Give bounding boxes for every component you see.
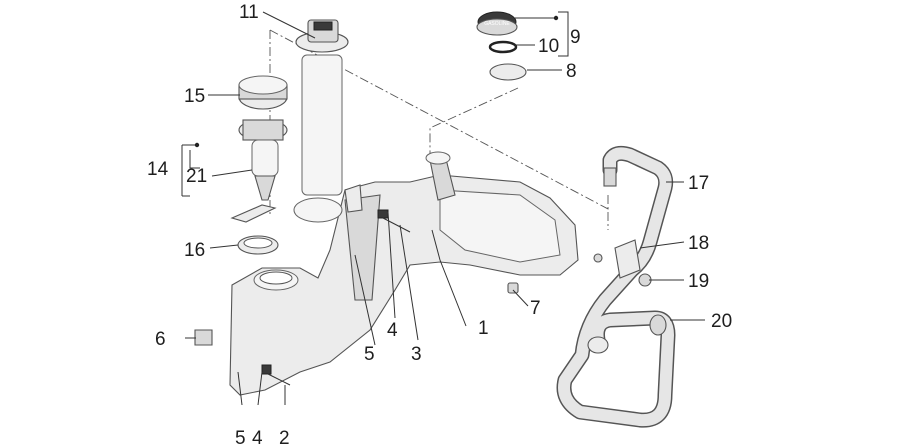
callout-7: 7 [530,298,541,319]
callout-8: 8 [566,61,577,82]
callout-labels: 11 9 10 8 15 14 21 16 17 18 19 7 1 3 4 5… [147,2,732,448]
ring-nut [238,75,288,110]
callout-4-upper: 4 [387,320,398,341]
fuel-tank [229,151,579,396]
breather-hose [556,145,676,428]
callout-5-lower: 5 [235,428,246,448]
callout-10: 10 [538,36,559,57]
callout-5-upper: 5 [364,344,375,365]
fuel-cap: GASOLINE [476,11,518,36]
fuel-pump [230,119,288,223]
callout-11: 11 [239,2,259,23]
callout-2: 2 [279,428,290,448]
callout-1: 1 [478,318,489,339]
filler-gasket [489,63,527,81]
fuel-level-sender [295,19,349,196]
o-ring [488,40,518,54]
callout-20: 20 [711,311,732,332]
cap-marking: GASOLINE [484,21,510,27]
callout-16: 16 [184,240,205,261]
callout-15: 15 [184,86,205,107]
callout-3: 3 [411,344,422,365]
callout-14: 14 [147,159,169,180]
hose-bracket [593,239,652,287]
callout-19: 19 [688,271,709,292]
leader-lines [181,11,705,406]
callout-18: 18 [688,233,709,254]
callout-6: 6 [155,329,166,350]
callout-17: 17 [688,173,709,194]
callout-4-lower: 4 [252,428,263,448]
callout-21: 21 [186,166,207,187]
callout-9: 9 [570,27,581,48]
pump-seal [237,235,279,255]
